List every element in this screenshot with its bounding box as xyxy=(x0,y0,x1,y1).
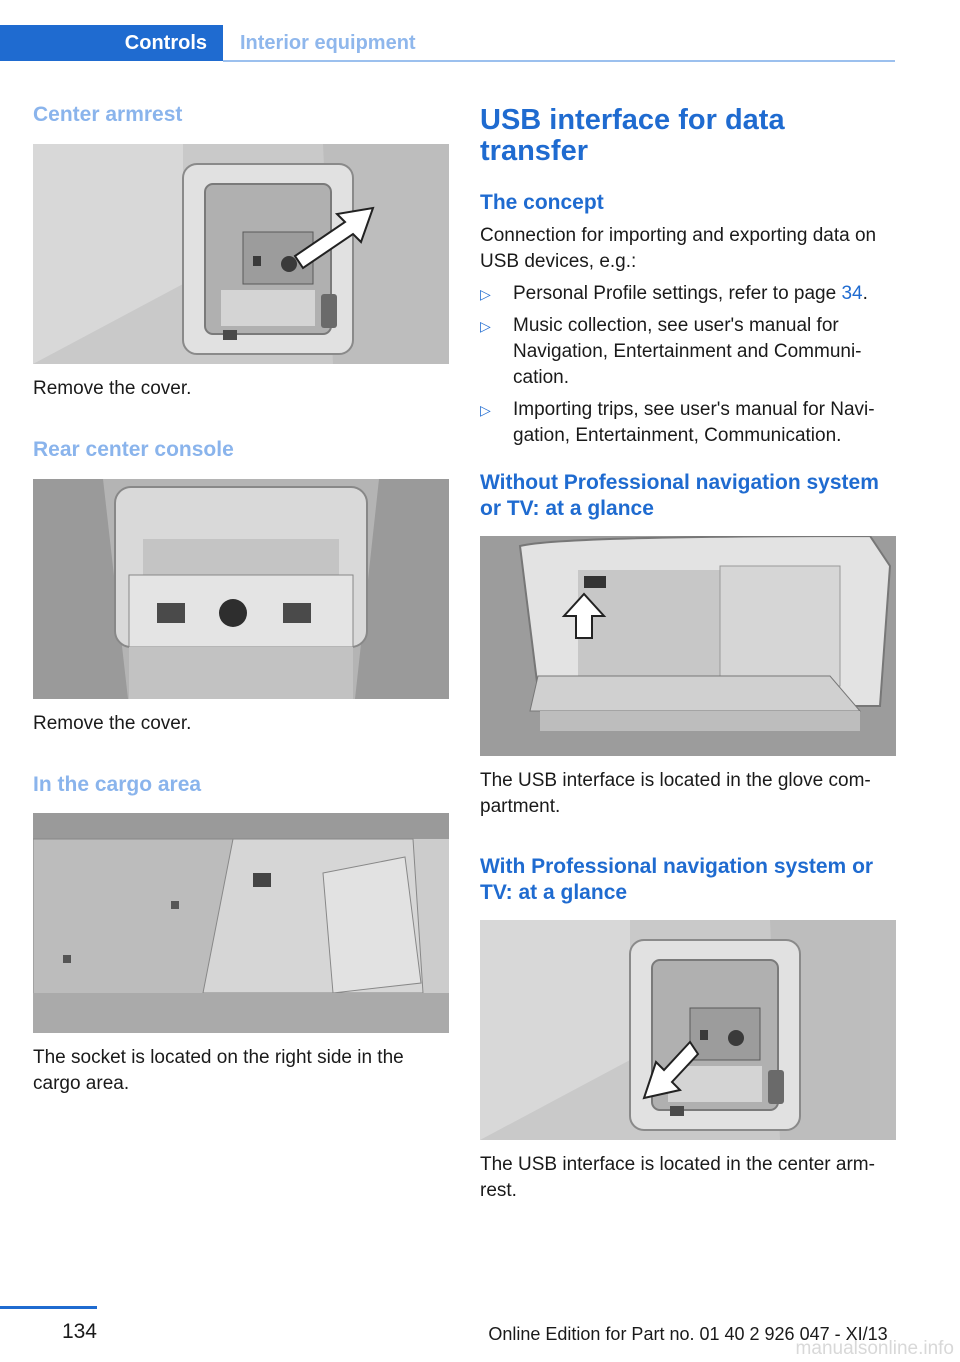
center-armrest-caption: Remove the cover. xyxy=(33,378,192,399)
rear-console-heading: Rear center console xyxy=(33,438,234,461)
list-item-text: Personal Profile settings, refer to page… xyxy=(513,283,868,304)
triangle-bullet-icon: ▷ xyxy=(480,318,491,334)
concept-intro: Connection for importing and exporting d… xyxy=(480,225,877,272)
without-nav-heading: Without Professional navigation system o… xyxy=(480,471,879,520)
glove-compartment-illustration xyxy=(480,536,896,756)
section-label[interactable]: Interior equipment xyxy=(240,32,416,54)
footer-rule xyxy=(0,1306,97,1309)
triangle-bullet-icon: ▷ xyxy=(480,286,491,302)
page-number: 134 xyxy=(61,1320,97,1343)
with-nav-heading: With Professional navigation system or T… xyxy=(480,855,874,904)
center-armrest-heading: Center armrest xyxy=(33,103,183,126)
concept-heading: The concept xyxy=(480,191,604,214)
chapter-tab[interactable]: Controls xyxy=(0,25,223,61)
without-nav-caption: The USB interface is located in the glov… xyxy=(480,770,871,817)
usb-interface-heading: USB interface for data transfer xyxy=(480,104,785,167)
cargo-caption: The socket is located on the right side … xyxy=(33,1047,404,1094)
watermark: manualsonline.info xyxy=(795,1338,954,1359)
edition-note: Online Edition for Part no. 01 40 2 926 … xyxy=(488,1324,888,1344)
chapter-label: Controls xyxy=(124,32,207,54)
center-armrest-illustration xyxy=(33,144,449,364)
header-rule xyxy=(223,60,895,62)
with-nav-caption: The USB interface is located in the cent… xyxy=(480,1154,875,1201)
cargo-heading: In the cargo area xyxy=(33,773,202,796)
list-item-text: Music collection, see user's manual for … xyxy=(513,315,862,388)
list-item-text: Importing trips, see user's manual for N… xyxy=(513,399,875,446)
cargo-illustration xyxy=(33,813,449,1033)
triangle-bullet-icon: ▷ xyxy=(480,402,491,418)
page-link[interactable]: 34 xyxy=(841,283,863,304)
rear-console-illustration xyxy=(33,479,449,699)
center-armrest-usb-illustration xyxy=(480,920,896,1140)
rear-console-caption: Remove the cover. xyxy=(33,713,192,734)
page-header: Controls Interior equipment xyxy=(0,25,895,62)
